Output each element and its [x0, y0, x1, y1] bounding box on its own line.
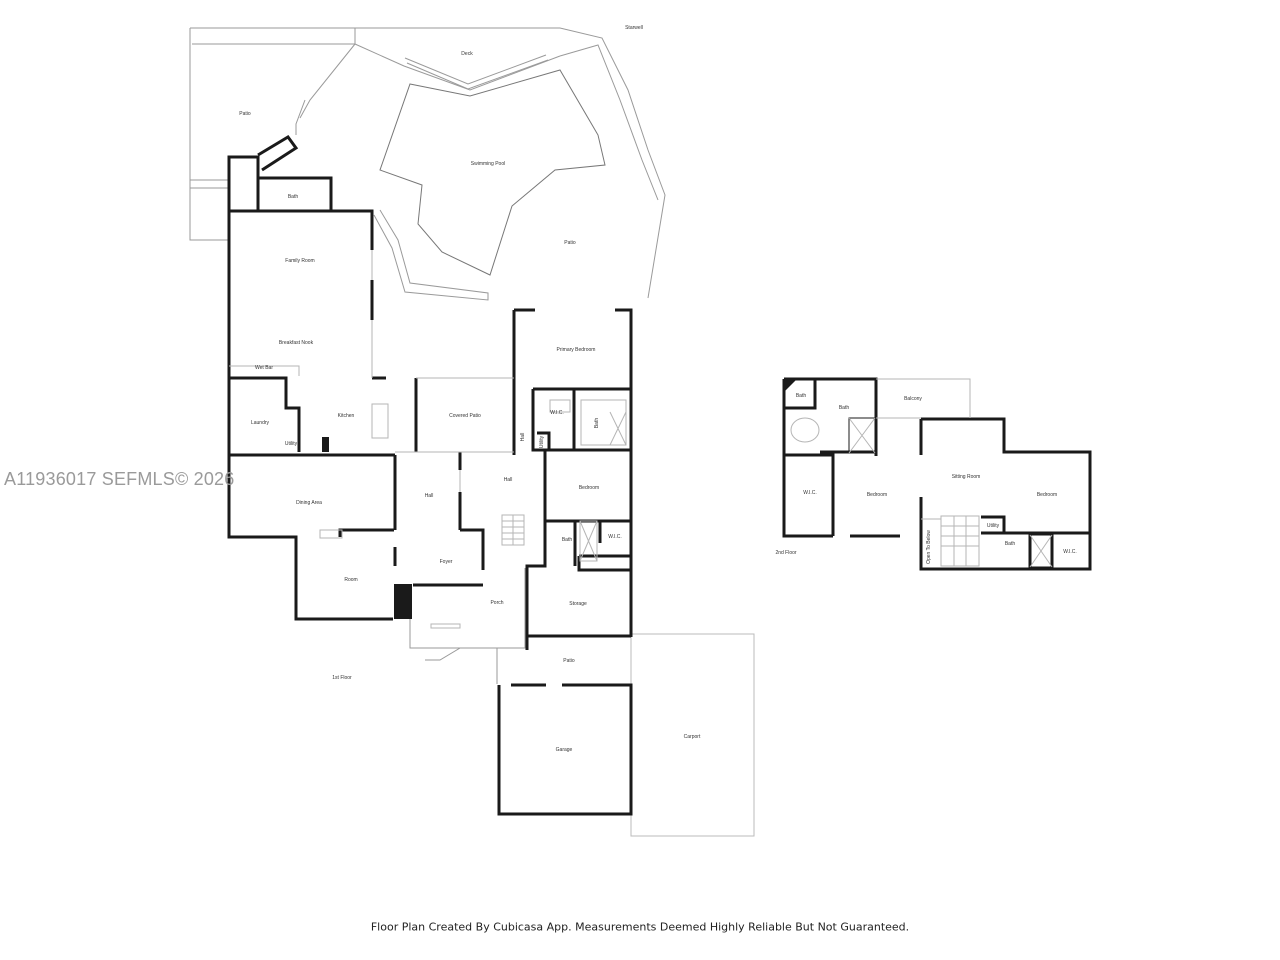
room-label-bedroom: Bedroom [578, 485, 600, 491]
floor-label-1st: 1st Floor [332, 675, 352, 681]
room-label-storage: Storage [569, 601, 587, 607]
room-label-patio-east: Patio [564, 240, 576, 246]
room-label-deck: Deck [461, 51, 473, 57]
room-label-wet-bar: Wet Bar [255, 365, 273, 371]
room-label-utility-2nd: Utility [986, 523, 1000, 529]
room-label-patio-south: Patio [563, 658, 575, 664]
room-label-foyer: Foyer [439, 559, 453, 565]
room-label-covered-patio: Covered Patio [449, 413, 481, 419]
room-label-bedroom-east: Bedroom [1036, 492, 1058, 498]
room-label-porch: Porch [490, 600, 504, 606]
room-label-laundry: Laundry [250, 420, 270, 426]
footer-disclaimer: Floor Plan Created By Cubicasa App. Meas… [370, 920, 910, 934]
room-label-primary-bedroom: Primary Bedroom [556, 347, 596, 353]
walls-first-floor [227, 135, 633, 816]
fireplace-block [394, 584, 412, 619]
room-label-wic-primary: W.I.C. [550, 410, 564, 416]
room-label-breakfast-nook: Breakfast Nook [278, 340, 314, 346]
room-label-hall-east: Hall [503, 477, 513, 483]
room-label-wic: W.I.C. [803, 490, 817, 496]
room-label-carport: Carport [683, 734, 701, 740]
walls-second-floor [782, 377, 1092, 571]
outdoor-outlines [189, 27, 755, 837]
room-label-utility-laundry: Utility [284, 441, 298, 447]
column-block [322, 437, 329, 452]
room-label-room: Room [344, 577, 358, 583]
corner-block [784, 379, 797, 392]
room-label-swimming-pool: Swimming Pool [470, 161, 506, 167]
room-label-bath-bedroom: Bath [561, 537, 573, 543]
room-label-dining-area: Dining Area [296, 500, 322, 506]
thin-lines-first-floor [229, 250, 627, 629]
room-label-hall-west: Hall [424, 493, 434, 499]
room-label-bath-small: Bath [795, 393, 807, 399]
mls-watermark: A11936017 SEFMLS© 2026 [4, 469, 235, 489]
thin-lines-second-floor [790, 378, 1053, 568]
room-label-bath-east: Bath [1004, 541, 1016, 547]
floor-label-2nd: 2nd Floor [775, 550, 797, 556]
room-label-wic-east: W.I.C. [1063, 549, 1077, 555]
room-label-patio-west: Patio [239, 111, 251, 117]
room-label-garage: Garage [555, 747, 573, 753]
room-label-wic-bedroom: W.I.C. [608, 534, 622, 540]
room-label-kitchen: Kitchen [337, 413, 355, 419]
room-label-open-to-below: Open To Below [926, 530, 932, 564]
room-label-utility-primary: Utility [539, 435, 545, 449]
room-label-family-room: Family Room [285, 258, 315, 264]
room-label-bedroom-west: Bedroom [866, 492, 888, 498]
room-label-sitting-room: Sitting Room [951, 474, 981, 480]
room-label-bath-pool: Bath [287, 194, 299, 200]
room-label-bath-primary: Bath [594, 417, 600, 429]
room-label-balcony: Balcony [904, 396, 922, 402]
room-label-stairwell: Starwell [625, 25, 643, 31]
room-label-hall-small: Hall [520, 432, 526, 442]
room-label-bath-main: Bath [838, 405, 850, 411]
